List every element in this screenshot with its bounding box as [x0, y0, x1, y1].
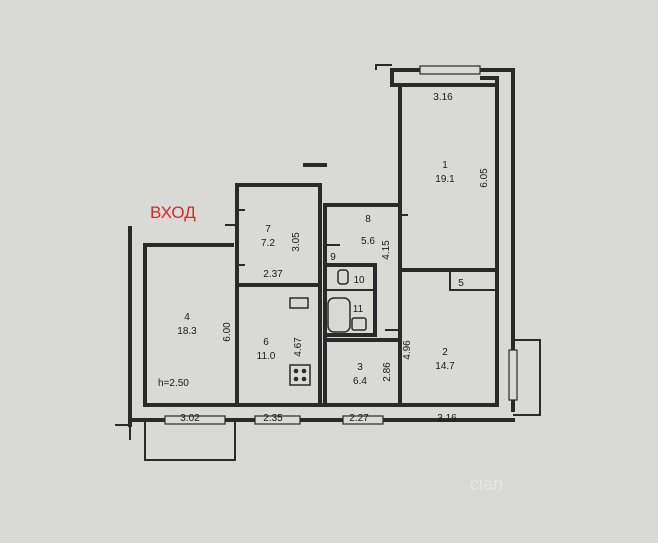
- balcony-bottom: [144, 420, 236, 461]
- dimension-labels: 3.16 6.05 3.16 4.96 2.27 2.86 3.02 6.00 …: [180, 92, 490, 424]
- dim-room2-length: 4.96: [402, 340, 413, 360]
- window-room6: [254, 415, 301, 425]
- step-left: [115, 424, 131, 440]
- dim-room7-length: 3.05: [291, 232, 302, 252]
- sink-icon: [351, 317, 367, 331]
- windows: [164, 65, 518, 425]
- balcony-right: [513, 339, 541, 416]
- dim-room4-width: 3.02: [180, 413, 200, 424]
- room-2-number: 2: [442, 347, 448, 358]
- fixtures: [289, 269, 367, 386]
- room-6-area: 11.0: [257, 351, 276, 362]
- wall-closet-5: [449, 270, 497, 291]
- dim-room2-width: 3.16: [437, 413, 457, 424]
- toilet-icon: [337, 269, 349, 285]
- dim-room6-width: 2.35: [263, 413, 283, 424]
- window-room4: [164, 415, 226, 425]
- room-8-area: 5.6: [361, 236, 375, 247]
- room-1-area: 19.1: [435, 174, 455, 185]
- burner-icon: [301, 376, 307, 382]
- dim-room6-length: 4.67: [293, 337, 304, 357]
- room-7-number: 7: [265, 224, 271, 235]
- bathtub-icon: [327, 297, 351, 333]
- room-labels: 1 19.1 2 14.7 3 6.4 4 18.3 5 6 11.0 7 7.…: [158, 160, 464, 389]
- balconies: [115, 64, 541, 461]
- room-4-number: 4: [184, 312, 190, 323]
- stove-icon: [289, 364, 311, 386]
- room-10-number: 10: [353, 275, 365, 286]
- ceiling-height: h=2.50: [158, 378, 189, 389]
- window-room2: [508, 349, 518, 401]
- room-1-number: 1: [442, 160, 448, 171]
- kitchen-sink-icon: [289, 297, 309, 309]
- window-room3: [342, 415, 384, 425]
- dim-room3-length: 2.86: [382, 362, 393, 382]
- dim-room3-width: 2.27: [349, 413, 369, 424]
- dim-corridor-length: 4.15: [381, 240, 392, 260]
- entrance-label: ВХОД: [150, 203, 196, 222]
- room-4-area: 18.3: [177, 326, 197, 337]
- room-5-number: 5: [458, 278, 464, 289]
- window-room1: [419, 65, 481, 75]
- dim-room1-length: 6.05: [479, 168, 490, 188]
- room-3-area: 6.4: [353, 376, 367, 387]
- room-2-area: 14.7: [435, 361, 455, 372]
- dim-room1-width: 3.16: [433, 92, 453, 103]
- room-11-number: 11: [353, 304, 364, 315]
- burner-icon: [293, 368, 299, 374]
- walls: [128, 68, 515, 427]
- burner-icon: [301, 368, 307, 374]
- dim-room4-length: 6.00: [222, 322, 233, 342]
- room-9-number: 9: [330, 252, 336, 263]
- burner-icon: [293, 376, 299, 382]
- room-8-number: 8: [365, 214, 371, 225]
- room-7-area: 7.2: [261, 238, 275, 249]
- dim-room7-width: 2.37: [263, 269, 283, 280]
- watermark: cian: [470, 474, 503, 494]
- room-6-number: 6: [263, 337, 269, 348]
- room-3-number: 3: [357, 362, 363, 373]
- step-top: [375, 64, 392, 70]
